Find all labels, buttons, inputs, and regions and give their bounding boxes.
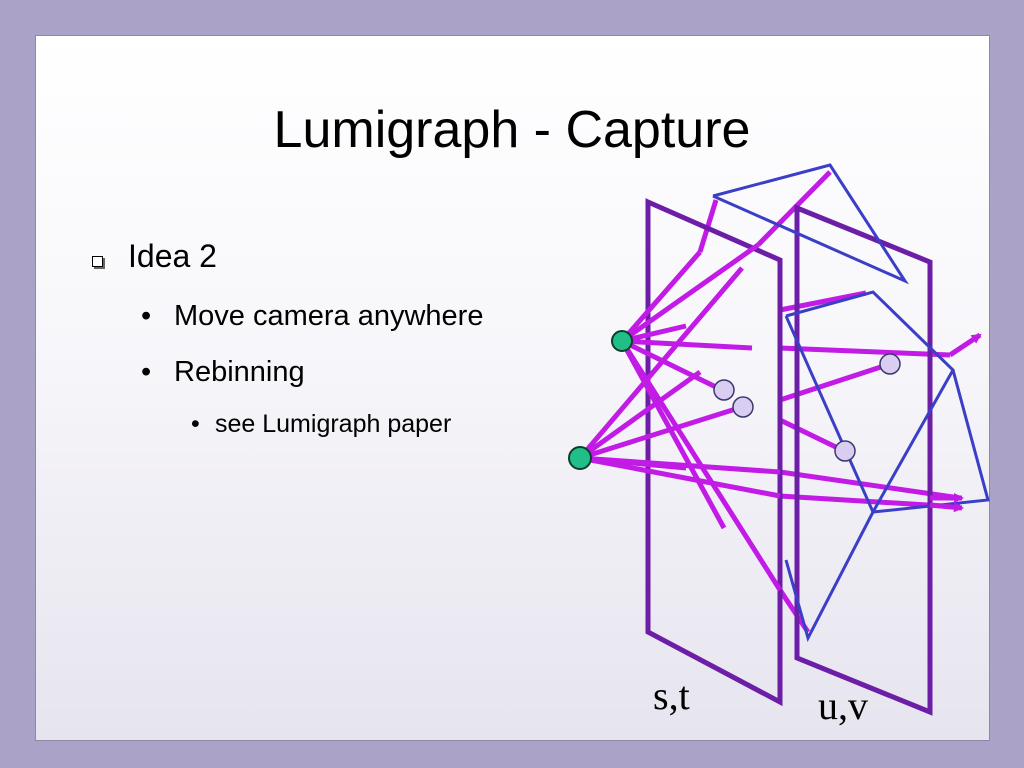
round-bullet-icon: • [141, 356, 152, 388]
uv-triangle [712, 163, 909, 285]
round-bullet-icon: • [191, 410, 200, 438]
st-plane-label: s,t [653, 673, 690, 718]
uv-plane-label: u,v [818, 683, 868, 728]
ray [779, 469, 961, 501]
ray [620, 242, 760, 344]
ray-arrow [929, 502, 964, 513]
square-bullet-icon [92, 256, 103, 267]
ray [756, 170, 832, 247]
ray [621, 338, 753, 351]
uv-triangle [872, 369, 990, 514]
uv-plane [794, 204, 933, 716]
ray [779, 345, 951, 358]
camera-positions [568, 330, 633, 470]
ray [779, 290, 867, 313]
camera-position [568, 446, 592, 470]
camera-position [611, 330, 633, 352]
ray-arrow [948, 332, 982, 358]
ray [578, 266, 744, 460]
uv-pattern [712, 163, 990, 643]
sample-point [834, 440, 856, 462]
sample-point [732, 396, 754, 418]
st-plane [645, 198, 783, 707]
ray [579, 455, 781, 499]
rays-front [578, 242, 783, 592]
ray [579, 404, 743, 461]
ray [620, 338, 724, 393]
slide-title: Lumigraph - Capture [273, 101, 751, 159]
ray [579, 455, 781, 475]
sample-point [713, 379, 735, 401]
uv-triangle [784, 511, 875, 643]
bullet-text: Idea 2 [128, 238, 217, 274]
bullet-text: Move camera anywhere [174, 300, 484, 332]
bullet-text: see Lumigraph paper [215, 410, 452, 438]
ray [778, 417, 846, 454]
sample-points [713, 353, 901, 462]
sample-point [879, 353, 901, 375]
ray [578, 369, 702, 461]
bullet-text: Rebinning [174, 356, 305, 388]
ray [620, 250, 702, 343]
slide-background [35, 35, 990, 741]
round-bullet-icon: • [141, 300, 152, 332]
